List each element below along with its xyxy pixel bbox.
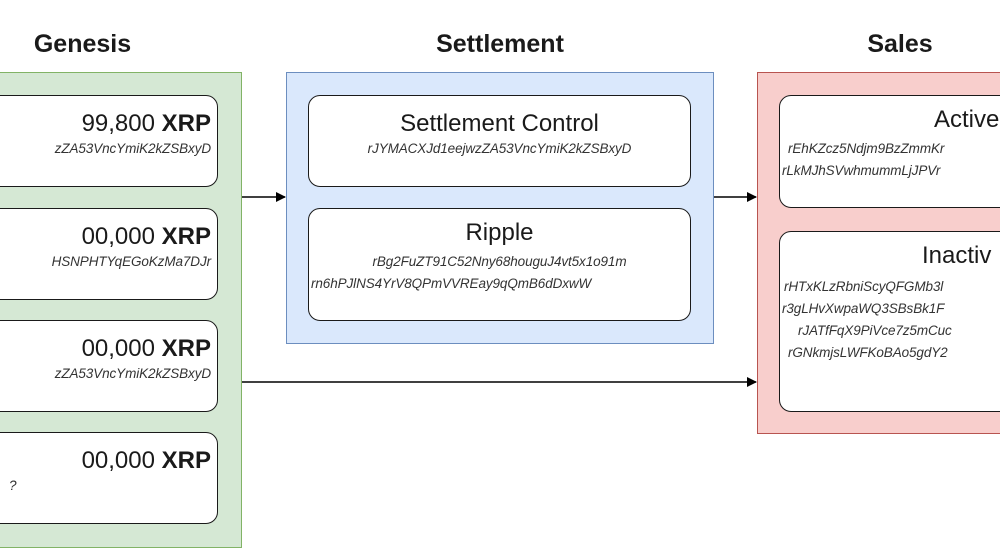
genesis-box-3-address: zZA53VncYmiK2kZSBxyD (54, 366, 211, 381)
sales-active-title: Active (934, 106, 1000, 133)
ripple-address-1: rBg2FuZT91C52Nny68houguJ4vt5x1o91m (372, 254, 627, 269)
sales-inactive-address-2: r3gLHvXwpaWQ3SBsBk1F (782, 301, 945, 316)
sales-inactive-address-1: rHTxKLzRbniScyQFGMb3l (784, 279, 944, 294)
genesis-box-1-amount: 99,800 (81, 110, 155, 137)
settlement-control-title: Settlement Control (400, 110, 599, 137)
settlement-title: Settlement (436, 30, 564, 58)
genesis-box-3-unit: XRP (161, 335, 211, 362)
sales-active-box: Active rEhKZcz5Ndjm9BzZmmKr rLkMJhSVwhmu… (779, 95, 1000, 208)
sales-active-address-1: rEhKZcz5Ndjm9BzZmmKr (788, 141, 945, 156)
genesis-box-4-unit: XRP (161, 447, 211, 474)
sales-inactive-address-4: rGNkmjsLWFKoBAo5gdY2 (788, 345, 948, 360)
genesis-box-2-amount-line: 00,000 XRP (0, 223, 217, 251)
genesis-box-3-amount-line: 00,000 XRP (0, 335, 217, 363)
settlement-control-address: rJYMACXJd1eejwzZA53VncYmiK2kZSBxyD (367, 141, 632, 156)
genesis-box-1-amount-line: 99,800 XRP (0, 110, 217, 138)
genesis-box-3-amount: 00,000 (81, 335, 155, 362)
sales-title: Sales (867, 30, 933, 58)
ripple-box: Ripple rBg2FuZT91C52Nny68houguJ4vt5x1o91… (308, 208, 691, 321)
genesis-box-2-amount: 00,000 (81, 223, 155, 250)
sales-active-address-2: rLkMJhSVwhmummLjJPVr (782, 163, 941, 178)
sales-inactive-title: Inactiv (922, 242, 992, 269)
genesis-box-1: 99,800 XRP zZA53VncYmiK2kZSBxyD (0, 95, 218, 187)
genesis-box-4-address: ? (9, 478, 17, 493)
sales-inactive-box: Inactiv rHTxKLzRbniScyQFGMb3l r3gLHvXwpa… (779, 231, 1000, 412)
genesis-title: Genesis (33, 30, 132, 58)
genesis-box-1-address: zZA53VncYmiK2kZSBxyD (54, 141, 211, 156)
ripple-address-2: rn6hPJlNS4YrV8QPmVVREay9qQmB6dDxwW (311, 276, 592, 291)
ripple-title: Ripple (465, 219, 534, 246)
genesis-box-2-unit: XRP (161, 223, 211, 250)
genesis-box-3: 00,000 XRP zZA53VncYmiK2kZSBxyD (0, 320, 218, 412)
genesis-box-4: 00,000 XRP ? (0, 432, 218, 524)
genesis-box-2: 00,000 XRP HSNPHTYqEGoKzMa7DJr (0, 208, 218, 300)
genesis-box-1-unit: XRP (161, 110, 211, 137)
settlement-control-box: Settlement Control rJYMACXJd1eejwzZA53Vn… (308, 95, 691, 187)
genesis-box-4-amount: 00,000 (81, 447, 155, 474)
sales-inactive-address-3: rJATfFqX9PiVce7z5mCuc (798, 323, 952, 338)
genesis-box-4-amount-line: 00,000 XRP (0, 447, 217, 475)
genesis-box-2-address: HSNPHTYqEGoKzMa7DJr (51, 254, 212, 269)
